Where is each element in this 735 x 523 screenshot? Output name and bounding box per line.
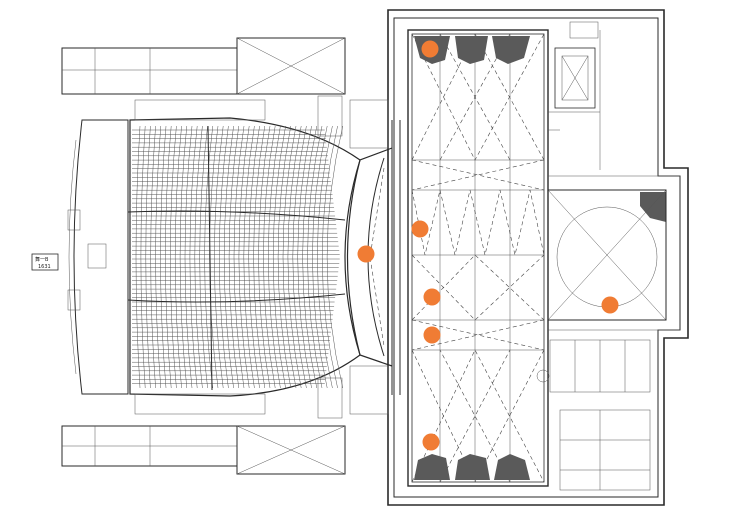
marker-layer bbox=[357, 40, 619, 451]
marker-stage-side-upper[interactable] bbox=[411, 220, 429, 238]
marker-stage-lower[interactable] bbox=[423, 326, 441, 344]
hatched-pits bbox=[414, 36, 666, 480]
bottom-rooms bbox=[61, 365, 389, 475]
side-sign-top: 舞一B bbox=[35, 256, 49, 263]
marker-stage-center[interactable] bbox=[423, 288, 441, 306]
top-rooms bbox=[61, 37, 389, 149]
lobby: 舞一B 1631 bbox=[31, 119, 129, 395]
side-sign-bottom: 1631 bbox=[38, 264, 51, 270]
marker-stage-front[interactable] bbox=[357, 245, 375, 263]
marker-stage-back[interactable] bbox=[421, 40, 439, 58]
side-sign bbox=[31, 253, 59, 271]
building-outline bbox=[387, 9, 689, 506]
auditorium bbox=[127, 117, 361, 397]
marker-turntable[interactable] bbox=[601, 296, 619, 314]
stage-tower bbox=[407, 29, 549, 487]
marker-stage-front-edge[interactable] bbox=[422, 433, 440, 451]
right-lower-rooms bbox=[536, 339, 651, 491]
proscenium bbox=[344, 120, 401, 395]
right-upper-rooms bbox=[548, 21, 601, 170]
